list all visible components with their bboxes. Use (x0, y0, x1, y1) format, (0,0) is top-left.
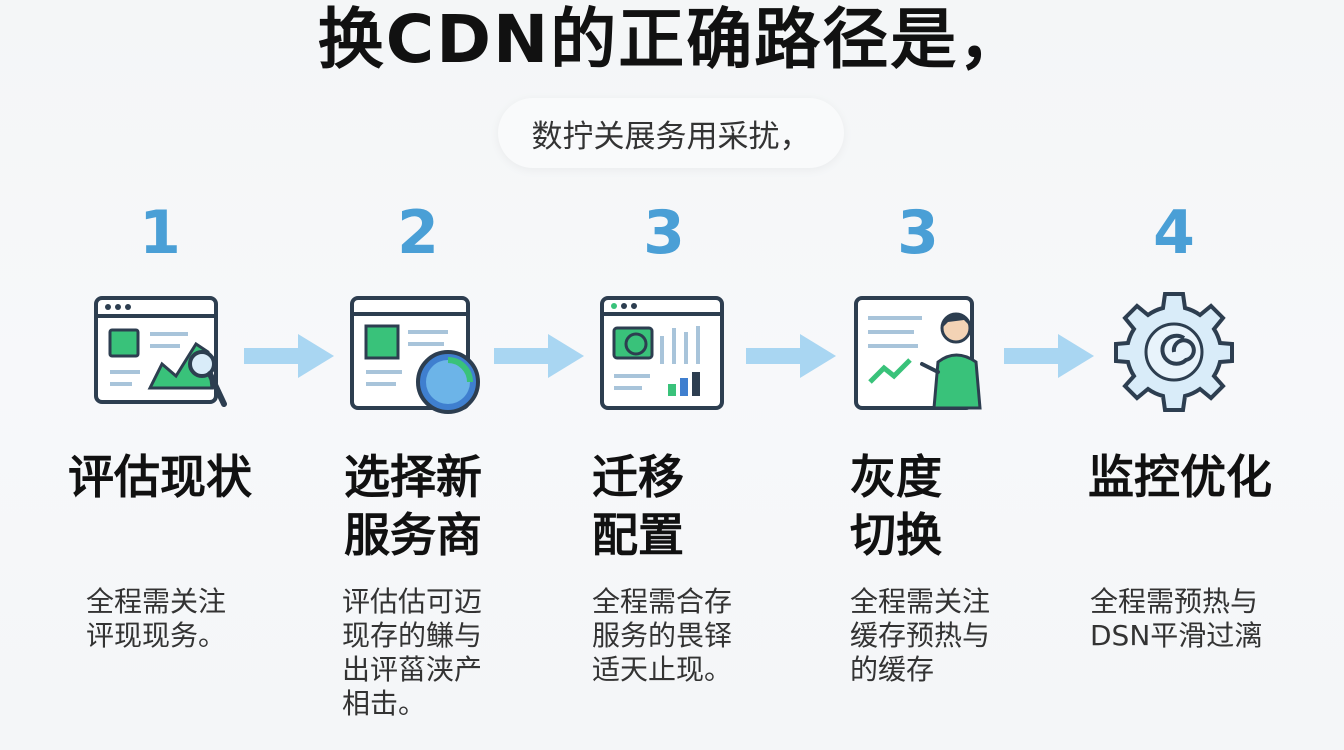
step-5-title: 监控优化 (1088, 450, 1272, 504)
flow-arrow-1 (244, 334, 334, 378)
flow-arrow-3 (746, 334, 836, 378)
presentation-person-icon (854, 296, 982, 410)
step-3-number: 3 (643, 198, 685, 268)
step-3-title: 迁移 配置 (592, 450, 684, 562)
step-4-description: 全程需关注 缓存预热与 的缓存 (850, 585, 991, 686)
step-2-description: 评估估可迈 现存的鳒与 出评菑浃产 相击。 (342, 585, 483, 720)
step-2-title: 选择新 服务商 (344, 450, 482, 562)
step-5-number: 4 (1153, 198, 1195, 268)
flow-arrow-2 (494, 334, 584, 378)
step-4-number: 3 (897, 198, 939, 268)
browser-analytics-icon (600, 296, 724, 410)
flow-arrow-4 (1004, 334, 1094, 378)
step-5-description: 全程需预热与 DSN平滑过漓 (1090, 585, 1263, 652)
browser-globe-icon (350, 296, 480, 414)
gear-icon (1114, 292, 1234, 412)
step-1-description: 全程需关注 评现现务。 (86, 585, 227, 652)
step-4-title: 灰度 切换 (850, 450, 942, 562)
step-2-number: 2 (397, 198, 439, 268)
step-1-number: 1 (139, 198, 181, 268)
subtitle-pill: 数拧关展务用采扰， (498, 98, 844, 168)
step-3-description: 全程需合存 服务的畏铎 适天止现。 (592, 585, 733, 686)
step-1-title: 评估现状 (68, 450, 252, 504)
page-title: 换CDN的正确路径是， (317, 1, 1027, 78)
dashboard-chart-magnifier-icon (94, 296, 227, 407)
